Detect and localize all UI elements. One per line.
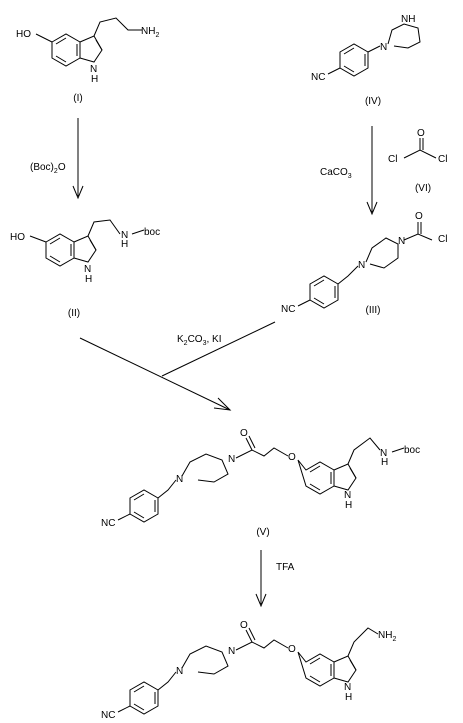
carbamate-nitrogen-label: N: [121, 230, 128, 241]
reagent-tfa: TFA: [276, 562, 295, 573]
carbonyl-oxygen-label: O: [415, 211, 423, 222]
compound-I-structure: HO N H NH2: [16, 17, 159, 85]
compound-label-V: (V): [256, 527, 269, 538]
carbamate-nitrogen-label: N: [380, 448, 387, 459]
compound-label-II: (II): [68, 308, 80, 319]
piperazine-n-aryl-label: N: [358, 260, 365, 271]
hydroxyl-label: HO: [10, 232, 25, 243]
indole-nitrogen-label: N: [90, 64, 97, 75]
indole-hydrogen-label: H: [91, 74, 98, 85]
indole-hydrogen-label: H: [85, 274, 92, 285]
compound-II-structure: HO N H N H boc: [10, 219, 160, 285]
piperazine-nitrogen-label: N: [380, 42, 387, 53]
compound-VI-structure: Cl O Cl: [388, 128, 447, 165]
amine-label: NH2: [141, 26, 159, 39]
reagent-caco3: CaCO3: [320, 167, 352, 180]
carbamate-hydrogen-label: H: [381, 457, 388, 468]
compound-label-III: (III): [366, 305, 381, 316]
nitrile-label: NC: [281, 304, 295, 315]
arrow-coupling: [79, 321, 276, 411]
boc-label: boc: [404, 445, 420, 456]
compound-III-structure: N N O Cl NC: [281, 211, 447, 315]
ether-oxygen-label: O: [288, 644, 296, 655]
arrow-I-to-II: [72, 118, 84, 200]
indole-hydrogen-label: H: [345, 500, 352, 511]
arrow-IV-to-III: [366, 126, 378, 216]
arrow-V-to-product: [255, 550, 267, 608]
carbonyl-oxygen-label: O: [240, 428, 248, 439]
piperazine-n-aryl-label: N: [176, 666, 183, 677]
compound-label-VI: (VI): [415, 183, 431, 194]
nitrile-label: NC: [101, 518, 115, 529]
piperazine-n-acyl-label: N: [228, 454, 235, 465]
indole-nitrogen-label: N: [84, 264, 91, 275]
compound-label-I: (I): [73, 93, 82, 104]
hydroxyl-label: HO: [16, 29, 31, 40]
piperazine-n-aryl-label: N: [176, 474, 183, 485]
piperazine-nh-label: NH: [401, 14, 415, 25]
nitrile-label: NC: [311, 72, 325, 83]
nitrile-label: NC: [101, 710, 115, 721]
carbonyl-oxygen-label: O: [240, 620, 248, 631]
reagent-boc2o: (Boc)2O: [30, 162, 66, 175]
compound-label-IV: (IV): [365, 96, 381, 107]
compound-V-structure: N N O O N H N H boc NC: [101, 428, 420, 529]
carbonyl-oxygen-label: O: [417, 128, 425, 139]
indole-nitrogen-label: N: [344, 490, 351, 501]
piperazine-n-acyl-label: N: [398, 236, 405, 247]
reagent-k2co3-ki: K2CO3, KI: [177, 334, 222, 347]
compound-IV-structure: N NH NC: [311, 14, 421, 83]
boc-label: boc: [144, 227, 160, 238]
acyl-chloride-label: Cl: [388, 154, 397, 165]
carbamate-hydrogen-label: H: [121, 239, 128, 250]
amine-label: NH2: [378, 630, 396, 643]
indole-hydrogen-label: H: [345, 692, 352, 703]
ether-oxygen-label: O: [288, 452, 296, 463]
chloride-label: Cl: [438, 234, 447, 245]
piperazine-n-acyl-label: N: [228, 646, 235, 657]
indole-nitrogen-label: N: [344, 682, 351, 693]
alkyl-chloride-label: Cl: [438, 154, 447, 165]
final-product-structure: N N O O N H NH2 NC: [101, 620, 396, 721]
